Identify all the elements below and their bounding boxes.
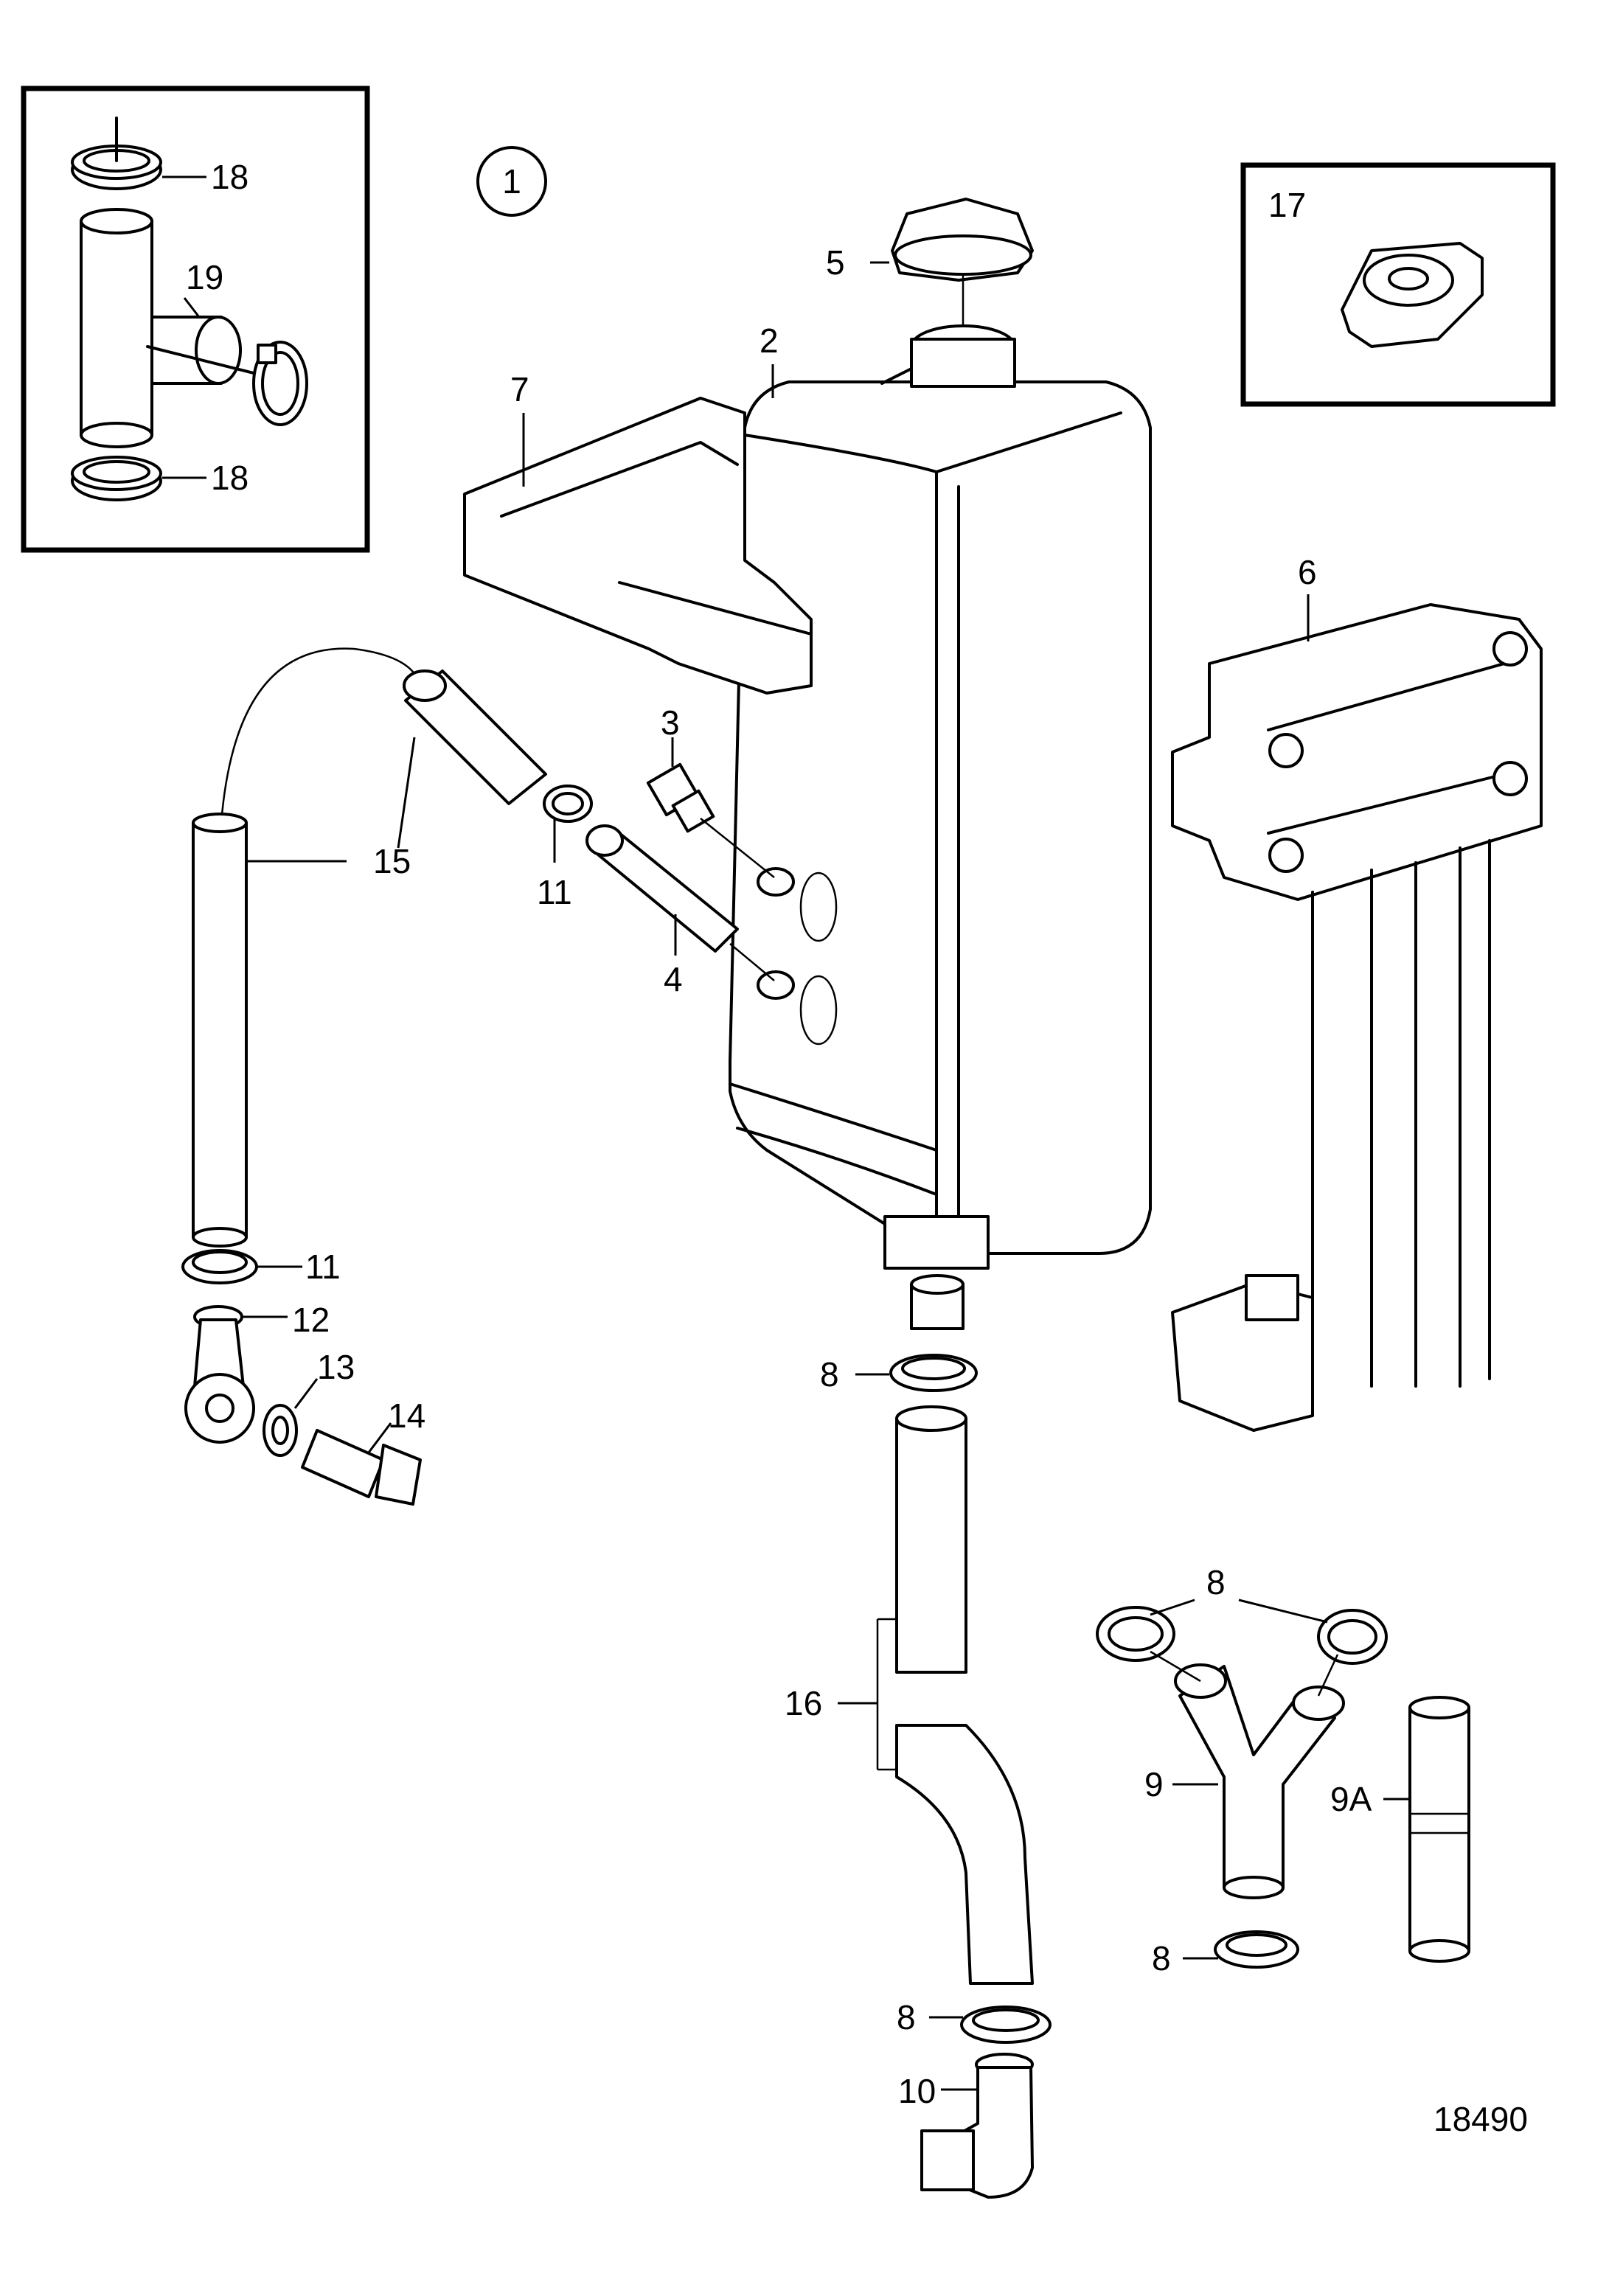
callout-18-bottom: 18 [211,459,249,497]
callout-3: 3 [661,703,680,742]
callout-12: 12 [292,1301,330,1339]
expansion-tank-icon: 2 [729,321,1152,1270]
callout-19: 19 [186,258,223,296]
cap-plate-icon [1341,242,1484,348]
y-piece-icon: 9 [1144,1663,1345,1899]
sealing-washer-icon: 13 [263,1348,355,1457]
figure-id: 18490 [1433,2100,1528,2138]
callout-10: 10 [898,2072,936,2110]
tank-outlet-stub-icon [910,1274,965,1330]
heat-exchanger-icon: 6 [1171,553,1543,1432]
plug-icon: 3 [646,703,775,878]
hose-clamp-bottom-icon [71,456,162,501]
callout-4: 4 [664,960,683,998]
callout-8-y-top: 8 [1206,1563,1226,1601]
inset-frame-left [21,86,370,553]
hose-clamp-side-icon [252,341,308,426]
callout-15: 15 [373,842,411,880]
inset-t-connector: 18 19 18 [21,86,370,553]
tank-bracket-icon: 7 [463,370,813,695]
callout-8-upper: 8 [820,1355,839,1394]
callout-11-upper: 11 [537,873,572,911]
callout-8-middle: 8 [897,1998,916,2036]
callout-6: 6 [1298,553,1317,591]
callout-9A: 9A [1330,1780,1372,1818]
callout-8-y-bottom: 8 [1152,1939,1171,1977]
callout-5: 5 [826,243,845,282]
elbow-connector-icon: 10 [898,2053,1034,2199]
callout-7: 7 [510,370,529,408]
hose-nipple-icon: 4 [585,824,775,998]
callout-9: 9 [1144,1765,1164,1803]
banjo-fitting-icon: 12 [184,1301,330,1444]
callout-17: 17 [1268,186,1306,224]
callout-14: 14 [388,1396,425,1435]
callout-13: 13 [317,1348,355,1386]
inset-frame-right [1240,162,1556,407]
clamp-8-y-bottom-icon: 8 [1152,1930,1299,1977]
hose-16-icon: 16 [785,1405,1034,1985]
clamp-8-middle-icon: 8 [897,1998,1052,2044]
clamp-8-y-right-icon [1317,1609,1388,1697]
clamp-11-lower-icon: 11 [181,1248,341,1286]
clamp-8-upper-icon: 8 [820,1354,978,1394]
hose-15-icon: 15 [192,647,547,1248]
diagram-number: 1 [502,162,521,201]
callout-18-top: 18 [211,158,249,196]
diagram-number-badge: 1 [476,146,547,217]
banjo-bolt-icon: 14 [301,1396,425,1506]
callout-2: 2 [760,321,779,360]
tank-port-upper [757,867,838,942]
tank-port-lower [757,970,838,1046]
hose-clamp-top-icon [71,116,162,190]
straight-connector-icon: 9A [1330,1696,1470,1963]
clamp-11-upper-icon: 11 [537,785,593,911]
filler-cap-icon: 5 [826,198,1034,327]
callout-11-lower: 11 [305,1248,341,1286]
inset-cap-part: 17 [1240,162,1556,407]
t-piece-icon [80,208,296,448]
callout-16: 16 [785,1684,822,1722]
clamp-8-y-left-icon [1096,1606,1201,1683]
